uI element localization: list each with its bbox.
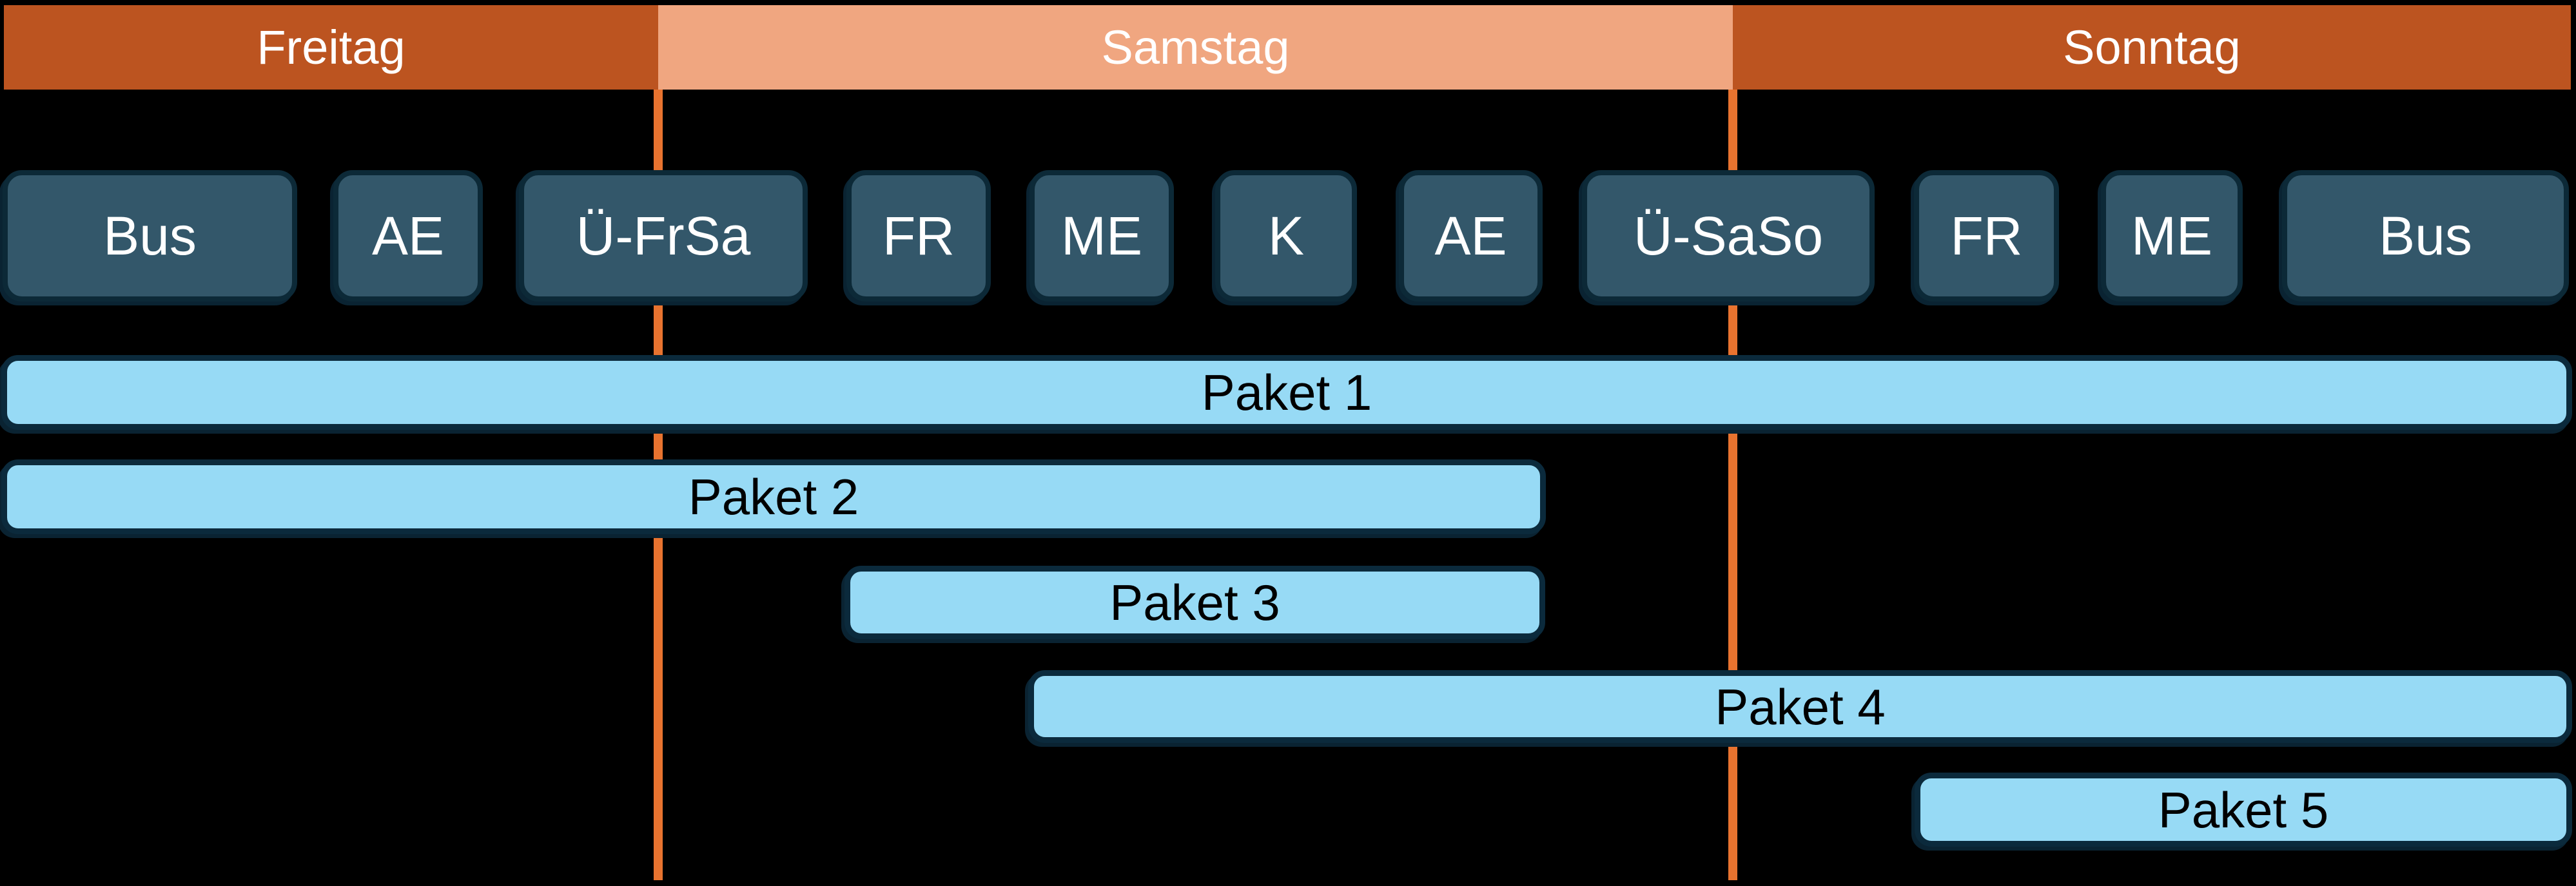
package-label: Paket 3: [1109, 574, 1280, 631]
package-label: Paket 4: [1715, 678, 1886, 735]
event-box-bus-sonntag: Bus: [2282, 170, 2569, 302]
event-label: AE: [1434, 206, 1507, 266]
day-header-freitag: Freitag: [4, 5, 658, 90]
event-label: Bus: [103, 206, 197, 266]
event-label: Bus: [2379, 206, 2472, 266]
day-label: Freitag: [257, 20, 405, 74]
event-box-ue-frsa: Ü-FrSa: [519, 170, 808, 302]
package-bar-paket-5: Paket 5: [1915, 773, 2572, 847]
package-bar-paket-4: Paket 4: [1028, 670, 2572, 743]
package-label: Paket 2: [688, 468, 859, 525]
event-label: K: [1267, 206, 1305, 266]
event-box-me-sonntag: ME: [2101, 170, 2243, 302]
day-header-sonntag: Sonntag: [1733, 5, 2571, 90]
event-label: ME: [1061, 206, 1142, 266]
event-box-bus-freitag: Bus: [3, 170, 297, 302]
package-bar-paket-2: Paket 2: [1, 459, 1546, 534]
package-label: Paket 1: [1201, 364, 1372, 421]
package-bar-paket-1: Paket 1: [1, 355, 2572, 430]
event-box-ue-saso: Ü-SaSo: [1582, 170, 1875, 302]
package-label: Paket 5: [2158, 781, 2329, 838]
event-label: FR: [883, 206, 955, 266]
event-box-ae-samstag: AE: [1399, 170, 1543, 302]
event-label: ME: [2131, 206, 2212, 266]
event-box-fr-samstag: FR: [846, 170, 991, 302]
event-box-fr-sonntag: FR: [1914, 170, 2059, 302]
day-label: Samstag: [1101, 20, 1290, 74]
day-label: Sonntag: [2063, 20, 2241, 74]
event-box-me-samstag: ME: [1029, 170, 1174, 302]
event-label: Ü-SaSo: [1633, 206, 1824, 266]
event-box-k-samstag: K: [1215, 170, 1357, 302]
event-label: AE: [371, 206, 445, 266]
event-label: FR: [1950, 206, 2023, 266]
package-bar-paket-3: Paket 3: [844, 566, 1545, 639]
event-box-ae-freitag: AE: [333, 170, 483, 302]
day-header-samstag: Samstag: [658, 5, 1733, 90]
event-label: Ü-FrSa: [576, 206, 751, 266]
